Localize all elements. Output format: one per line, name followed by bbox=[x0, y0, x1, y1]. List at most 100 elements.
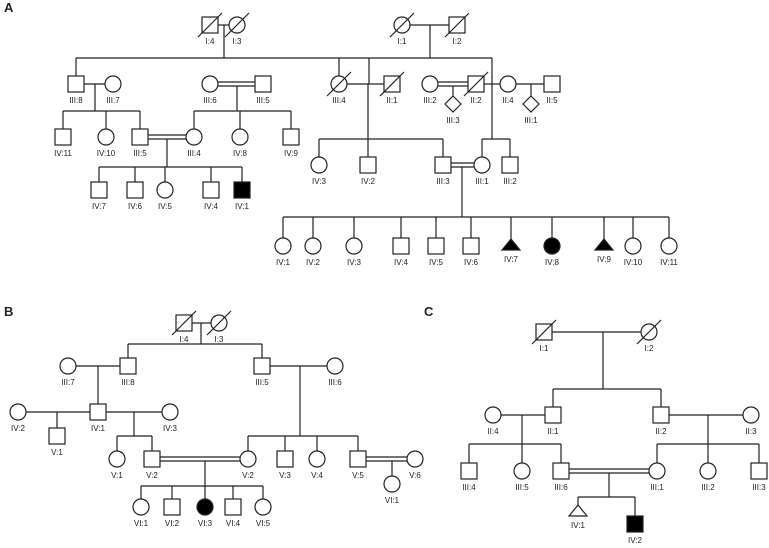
pedigree-member-iv-1: IV:1 bbox=[233, 181, 251, 211]
female-circle bbox=[513, 462, 531, 480]
male-square bbox=[254, 75, 272, 93]
panel-label-a: A bbox=[4, 0, 14, 15]
member-id-label: IV:7 bbox=[504, 255, 518, 264]
pedigree-member-v-3: V:3 bbox=[276, 450, 294, 480]
member-id-label: IV:9 bbox=[284, 149, 298, 158]
pregnancy-loss-triangle bbox=[567, 504, 589, 517]
member-id-label: IV:1 bbox=[276, 258, 290, 267]
pedigree-member-iii-1: III:1 bbox=[522, 95, 540, 125]
pedigree-member-iii-4: III:4 bbox=[326, 71, 352, 105]
member-id-label: I:1 bbox=[398, 37, 407, 46]
member-id-label: VI:1 bbox=[134, 519, 149, 528]
pedigree-member-iv-11: IV:11 bbox=[54, 128, 72, 158]
pedigree-member-i-3: I:3 bbox=[224, 12, 250, 46]
member-id-label: V:1 bbox=[51, 448, 63, 457]
affected-pregnancy-loss-triangle bbox=[593, 238, 615, 251]
female-circle bbox=[473, 156, 491, 174]
male-square bbox=[349, 450, 367, 468]
female-circle bbox=[9, 403, 27, 421]
pedigree-member-iv-11: IV:11 bbox=[660, 237, 678, 267]
affected-female-circle bbox=[543, 237, 561, 255]
member-id-label: IV:4 bbox=[394, 258, 408, 267]
pedigree-member-i-2: I:2 bbox=[444, 12, 470, 46]
female-circle bbox=[156, 181, 174, 199]
member-id-label: II:5 bbox=[546, 96, 558, 105]
deceased-slash bbox=[531, 319, 557, 345]
male-square bbox=[126, 181, 144, 199]
pedigree-member-v-1: V:1 bbox=[108, 450, 126, 480]
pedigree-member-iii-6: III:6 bbox=[552, 462, 570, 492]
member-id-label: III:4 bbox=[187, 149, 201, 158]
pedigree-member-iv-7: IV:7 bbox=[90, 181, 108, 211]
member-id-label: IV:6 bbox=[464, 258, 478, 267]
member-id-label: I:3 bbox=[215, 335, 224, 344]
pedigree-member-iii-8: III:8 bbox=[119, 357, 137, 387]
member-id-label: IV:9 bbox=[597, 255, 611, 264]
female-circle bbox=[132, 498, 150, 516]
pedigree-member-iii-2: III:2 bbox=[421, 75, 439, 105]
member-id-label: VI:3 bbox=[198, 519, 213, 528]
male-square bbox=[202, 181, 220, 199]
pedigree-member-iii-1: III:1 bbox=[473, 156, 491, 186]
female-circle bbox=[304, 237, 322, 255]
pedigree-member-vi-5: VI:5 bbox=[254, 498, 272, 528]
pedigree-member-iii-3: III:3 bbox=[434, 156, 452, 186]
member-id-label: III:8 bbox=[69, 96, 83, 105]
male-square bbox=[750, 462, 768, 480]
member-id-label: IV:1 bbox=[91, 424, 105, 433]
pedigree-member-iv-10: IV:10 bbox=[97, 128, 116, 158]
deceased-slash bbox=[326, 71, 352, 97]
member-id-label: VI:4 bbox=[226, 519, 241, 528]
member-id-label: II:4 bbox=[487, 427, 499, 436]
pedigree-member-ii-4: II:4 bbox=[484, 406, 502, 436]
member-id-label: III:2 bbox=[423, 96, 437, 105]
male-square bbox=[359, 156, 377, 174]
member-id-label: V:1 bbox=[111, 471, 123, 480]
male-square bbox=[652, 406, 670, 424]
female-circle bbox=[231, 128, 249, 146]
pedigree-member-i-4: I:4 bbox=[171, 310, 197, 344]
pedigree-member-iv-2: IV:2 bbox=[304, 237, 322, 267]
female-circle bbox=[274, 237, 292, 255]
pedigree-member-vi-4: VI:4 bbox=[224, 498, 242, 528]
pedigree-member-iv-5: IV:5 bbox=[427, 237, 445, 267]
deceased-slash bbox=[463, 71, 489, 97]
female-circle bbox=[660, 237, 678, 255]
member-id-label: V:5 bbox=[352, 471, 364, 480]
pedigree-member-i-3: I:3 bbox=[206, 310, 232, 344]
female-circle bbox=[383, 475, 401, 493]
pedigree-member-iv-5: IV:5 bbox=[156, 181, 174, 211]
pedigree-member-iv-6: IV:6 bbox=[462, 237, 480, 267]
member-id-label: IV:5 bbox=[429, 258, 443, 267]
pedigree-member-i-1: I:1 bbox=[389, 12, 415, 46]
member-id-label: VI:1 bbox=[385, 496, 400, 505]
pedigree-member-iv-1: IV:1 bbox=[274, 237, 292, 267]
pedigree-member-iii-5: III:5 bbox=[131, 128, 149, 158]
pedigree-member-iv-7: IV:7 bbox=[500, 238, 522, 264]
pedigree-member-iii-1: III:1 bbox=[648, 462, 666, 492]
deceased-slash bbox=[389, 12, 415, 38]
member-id-label: IV:4 bbox=[204, 202, 218, 211]
member-id-label: IV:6 bbox=[128, 202, 142, 211]
member-id-label: IV:3 bbox=[163, 424, 177, 433]
member-id-label: III:2 bbox=[701, 483, 715, 492]
member-id-label: I:2 bbox=[645, 344, 654, 353]
female-circle bbox=[310, 156, 328, 174]
pedigree-member-iii-5: III:5 bbox=[513, 462, 531, 492]
member-id-label: III:6 bbox=[328, 378, 342, 387]
member-id-label: III:8 bbox=[121, 378, 135, 387]
member-id-label: VI:5 bbox=[256, 519, 271, 528]
female-circle bbox=[699, 462, 717, 480]
pedigree-member-iv-3: IV:3 bbox=[345, 237, 363, 267]
pedigree-member-iii-4: III:4 bbox=[185, 128, 203, 158]
pedigree-member-iii-7: III:7 bbox=[104, 75, 122, 105]
pedigree-member-iii-7: III:7 bbox=[59, 357, 77, 387]
member-id-label: I:1 bbox=[540, 344, 549, 353]
female-circle bbox=[59, 357, 77, 375]
member-id-label: V:3 bbox=[279, 471, 291, 480]
pedigree-member-iii-3: III:3 bbox=[750, 462, 768, 492]
member-id-label: IV:1 bbox=[235, 202, 249, 211]
deceased-slash bbox=[444, 12, 470, 38]
deceased-slash bbox=[379, 71, 405, 97]
member-id-label: III:5 bbox=[133, 149, 147, 158]
